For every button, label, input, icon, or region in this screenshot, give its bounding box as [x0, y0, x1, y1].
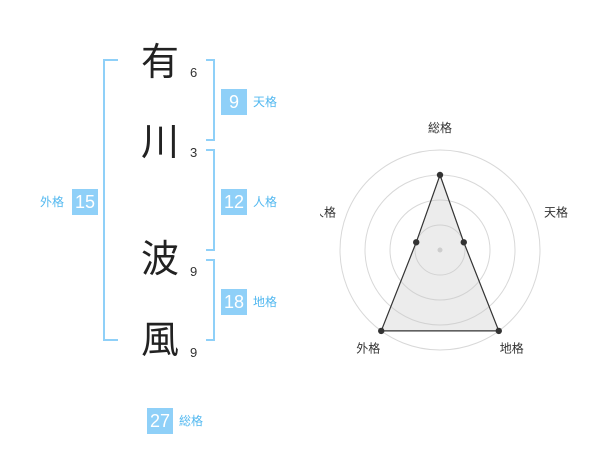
gaikaku-value: 15: [72, 189, 98, 215]
radar-grid-ring-1: [414, 224, 466, 276]
radar-axis-label-3: 地格: [500, 341, 524, 356]
jinkaku-bracket: [206, 149, 215, 251]
name-char-3: 波: [141, 237, 180, 281]
tenkaku-bracket: [206, 59, 215, 141]
radar-axis-label-2: 天格: [544, 204, 568, 219]
tenkaku-label: 天格: [253, 95, 278, 109]
stroke-count-4: 9: [190, 345, 198, 360]
stroke-count-3: 9: [190, 264, 198, 279]
radar-grid-ring-2: [389, 199, 491, 301]
name-char-4: 風: [141, 318, 180, 362]
radar-point-2: [460, 239, 467, 246]
chikaku-value: 18: [221, 289, 247, 315]
radar-point-1: [436, 171, 444, 179]
radar-axis-label-5: 人格: [320, 204, 336, 219]
soukaku-value: 27: [147, 408, 173, 434]
chikaku-label: 地格: [253, 295, 278, 309]
name-char-1: 有: [141, 40, 180, 84]
radar-center-dot: [437, 247, 443, 253]
radar-grid-ring-4: [339, 149, 541, 351]
stroke-count-1: 6: [190, 65, 198, 80]
name-char-2: 川: [141, 120, 180, 164]
gaikaku-label: 外格: [40, 195, 65, 209]
radar-point-3: [495, 327, 502, 335]
jinkaku-label: 人格: [253, 195, 278, 209]
jinkaku-value: 12: [221, 189, 247, 215]
radar-point-4: [378, 327, 385, 335]
gaikaku-bracket: [103, 59, 118, 341]
chikaku-bracket: [206, 259, 215, 341]
radar-axis-label-4: 外格: [356, 341, 380, 356]
tenkaku-value: 9: [221, 89, 247, 115]
radar-series-area: [380, 173, 500, 332]
radar-point-5: [413, 239, 420, 246]
stroke-count-2: 3: [190, 145, 198, 160]
radar-axis-label-1: 総格: [428, 120, 452, 135]
soukaku-label: 総格: [179, 414, 204, 428]
